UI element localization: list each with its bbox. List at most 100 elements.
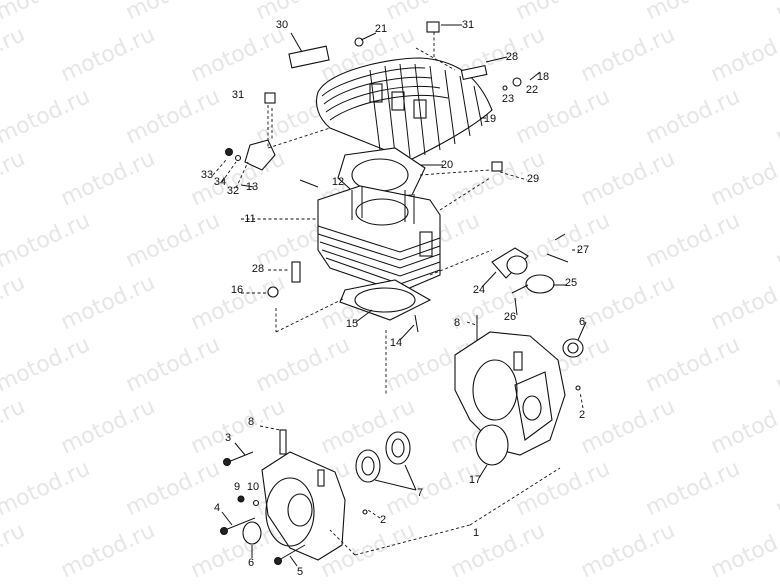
watermark-text: motod.ru [642,84,744,149]
callout-32: 32 [227,185,239,197]
watermark-text: motod.ru [707,394,780,459]
callout-21: 21 [375,23,387,35]
watermark-text: motod.ru [642,456,744,521]
watermark-text: motod.ru [57,394,159,459]
callout-6: 6 [248,557,254,569]
callout-5: 5 [297,566,303,578]
callout-29: 29 [527,173,539,185]
callout-34: 34 [214,176,226,188]
watermark-text: motod.ru [252,0,354,25]
watermark-text: motod.ru [122,580,224,585]
callout-31: 31 [232,89,244,101]
callout-14: 14 [390,337,402,349]
watermark-text: motod.ru [642,332,744,397]
oil-seal-left [242,521,262,545]
callout-24: 24 [473,284,485,296]
crankcase-right-half [454,331,566,456]
watermark-text: motod.ru [512,580,614,585]
bearings [355,431,411,483]
callout-2: 2 [380,514,386,526]
watermark-text: motod.ru [252,332,354,397]
watermark-text: motod.ru [0,580,94,585]
callout-12: 12 [332,176,344,188]
watermark-text: motod.ru [0,22,29,87]
callout-15: 15 [346,318,358,330]
small-parts [225,21,581,515]
watermark-text: motod.ru [122,84,224,149]
watermark-text: motod.ru [0,0,94,25]
watermark-text: motod.ru [577,394,679,459]
callout-18: 18 [537,71,549,83]
callout-33: 33 [201,169,213,181]
watermark-text: motod.ru [772,456,780,521]
intake-flange [491,247,569,294]
watermark-text: motod.ru [57,22,159,87]
watermark-text: motod.ru [0,394,29,459]
watermark-text: motod.ru [0,270,29,335]
watermark-text: motod.ru [187,270,289,335]
callout-8: 8 [454,317,460,329]
callout-27: 27 [577,244,589,256]
watermark-text: motod.ru [0,332,94,397]
callout-22: 22 [526,84,538,96]
callout-16: 16 [231,284,243,296]
watermark-text: motod.ru [707,270,780,335]
callout-4: 4 [214,502,220,514]
watermark-text: motod.ru [0,208,94,273]
watermark-text: motod.ru [707,22,780,87]
cylinder-head [315,57,493,161]
watermark-text: motod.ru [252,580,354,585]
callout-9: 9 [234,481,240,493]
watermark-text: motod.ru [772,332,780,397]
callout-1: 1 [473,527,479,539]
watermark-text: motod.ru [187,394,289,459]
watermark-text: motod.ru [187,22,289,87]
watermark-text: motod.ru [642,580,744,585]
watermark-text: motod.ru [122,456,224,521]
callout-31: 31 [462,19,474,31]
watermark-text: motod.ru [512,0,614,25]
callout-3: 3 [225,432,231,444]
callout-23: 23 [502,93,514,105]
watermark-text: motod.ru [772,0,780,25]
watermark-text: motod.ru [382,456,484,521]
callout-6: 6 [579,316,585,328]
callout-13: 13 [246,181,258,193]
watermark-text: motod.ru [577,146,679,211]
watermark-text: motod.ru [577,22,679,87]
watermark-text: motod.ru [122,0,224,25]
callout-10: 10 [247,481,259,493]
callout-28: 28 [506,51,518,63]
watermark-text: motod.ru [122,332,224,397]
watermark-text: motod.ru [447,518,549,583]
callout-25: 25 [565,277,577,289]
watermark-text: motod.ru [57,270,159,335]
watermark-text: motod.ru [57,518,159,583]
watermark-text: motod.ru [187,518,289,583]
callout-30: 30 [276,19,288,31]
callout-7: 7 [417,487,423,499]
callout-19: 19 [484,113,496,125]
callout-28: 28 [252,263,264,275]
watermark-text: motod.ru [0,456,94,521]
callout-2: 2 [579,409,585,421]
watermark-text: motod.ru [707,146,780,211]
watermark-text: motod.ru [707,518,780,583]
oil-seal-right [562,338,584,358]
cylinder [317,185,441,293]
watermark-text: motod.ru [577,270,679,335]
watermark-text: motod.ru [0,518,29,583]
watermark-text: motod.ru [577,518,679,583]
watermark-text: motod.ru [382,580,484,585]
watermark-text: motod.ru [0,84,94,149]
callout-17: 17 [469,474,481,486]
watermark-text: motod.ru [0,146,29,211]
leader-lines [212,24,587,567]
callout-11: 11 [244,213,255,225]
watermark-text: motod.ru [772,84,780,149]
callout-26: 26 [504,311,516,323]
crankcase-left-half [261,429,346,561]
callout-20: 20 [441,159,453,171]
